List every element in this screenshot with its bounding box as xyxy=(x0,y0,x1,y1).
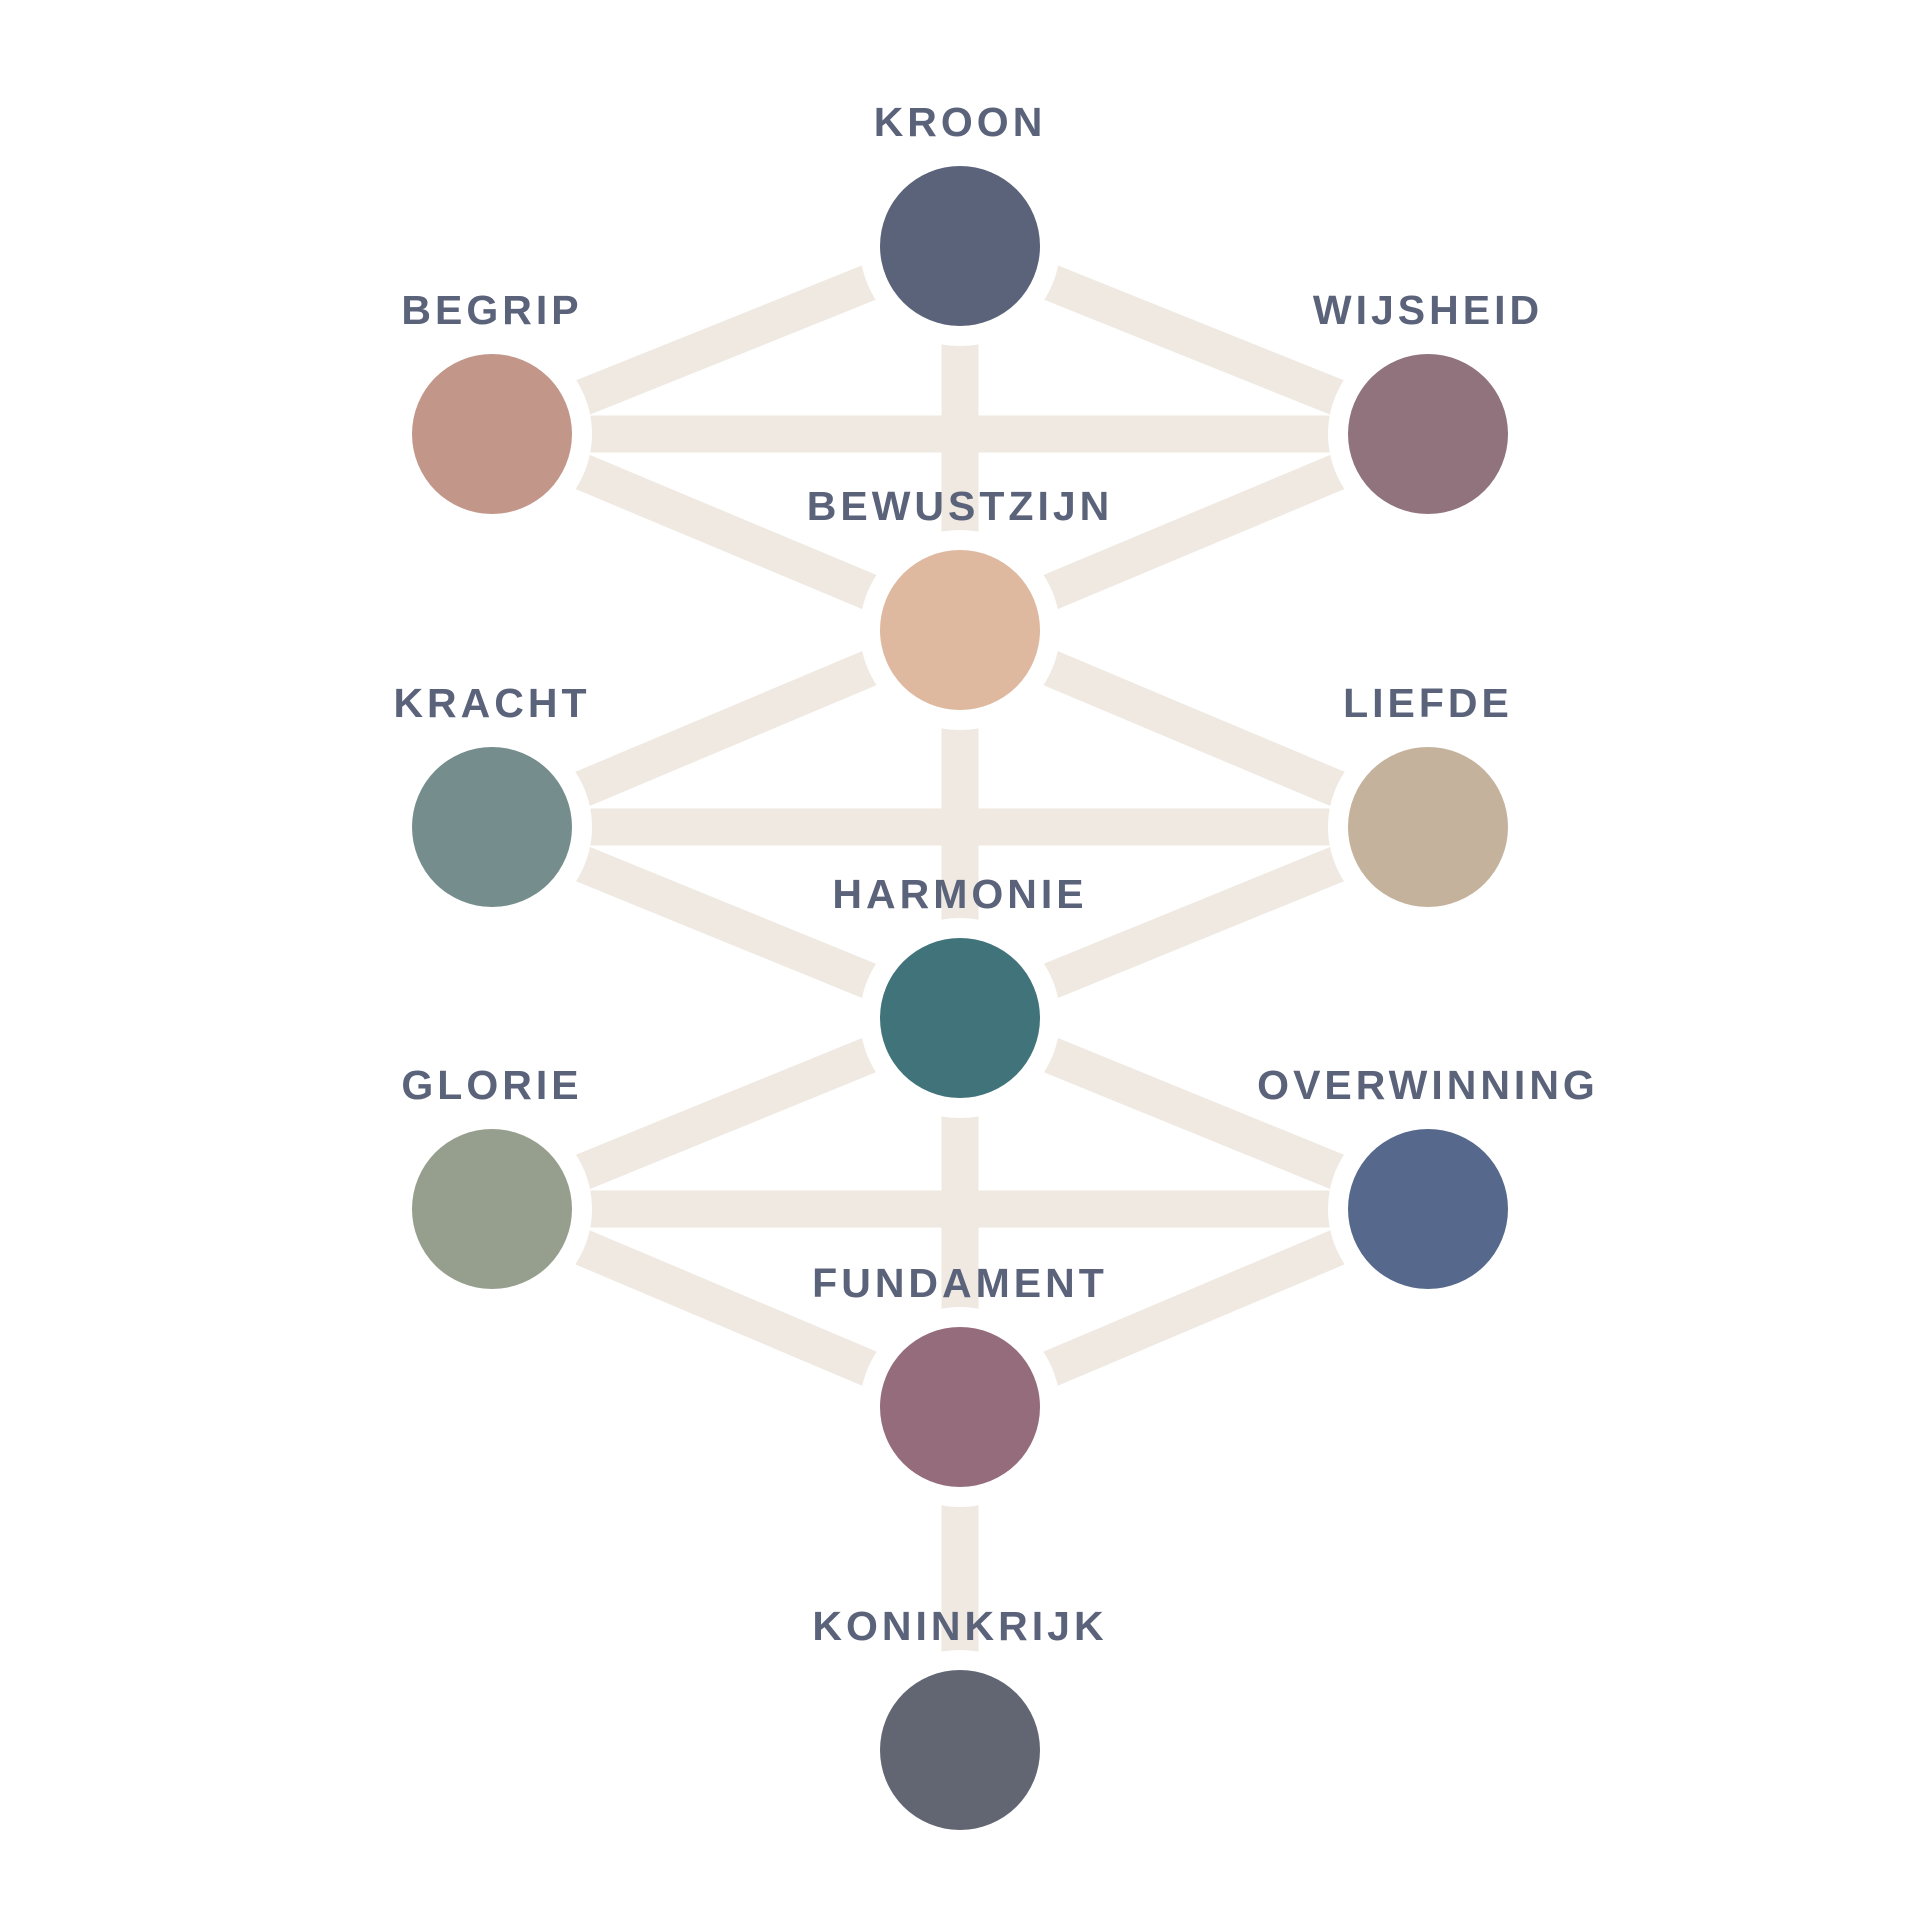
node-harmonie xyxy=(880,938,1040,1098)
label-begrip: BEGRIP xyxy=(401,287,582,333)
node-koninkrijk xyxy=(880,1670,1040,1830)
label-kracht: KRACHT xyxy=(393,680,590,726)
node-begrip xyxy=(412,354,572,514)
label-overwinning: OVERWINNING xyxy=(1257,1062,1599,1108)
node-overwinning xyxy=(1348,1129,1508,1289)
label-harmonie: HARMONIE xyxy=(832,871,1087,917)
label-bewustzijn: BEWUSTZIJN xyxy=(807,483,1114,529)
node-kracht xyxy=(412,747,572,907)
node-liefde xyxy=(1348,747,1508,907)
node-fundament xyxy=(880,1327,1040,1487)
labels-layer: KROON BEGRIP WIJSHEID BEWUSTZIJN KRACHT LIEFD… xyxy=(393,99,1599,1649)
node-glorie xyxy=(412,1129,572,1289)
label-liefde: LIEFDE xyxy=(1343,680,1513,726)
node-wijsheid xyxy=(1348,354,1508,514)
label-koninkrijk: KONINKRIJK xyxy=(812,1603,1107,1649)
node-kroon xyxy=(880,166,1040,326)
label-fundament: FUNDAMENT xyxy=(812,1260,1108,1306)
nodes-layer xyxy=(392,146,1528,1850)
label-wijsheid: WIJSHEID xyxy=(1313,287,1543,333)
label-glorie: GLORIE xyxy=(401,1062,582,1108)
node-bewustzijn xyxy=(880,550,1040,710)
label-kroon: KROON xyxy=(874,99,1047,145)
